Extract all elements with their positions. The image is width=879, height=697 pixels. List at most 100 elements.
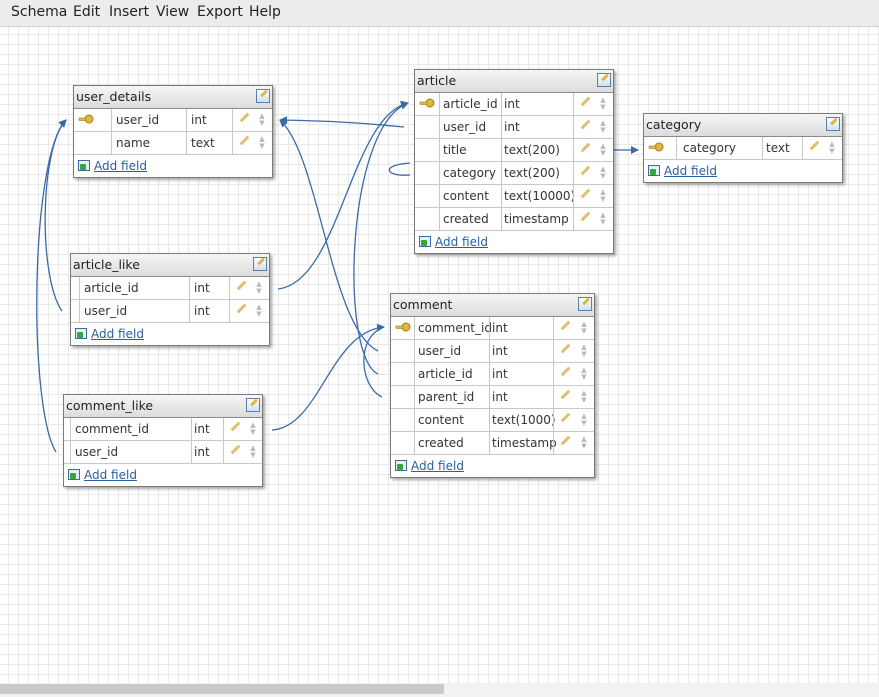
field-actions: ▲▼ — [232, 132, 272, 154]
add-field-link[interactable]: Add field — [84, 468, 137, 482]
reorder-icon[interactable]: ▲▼ — [581, 366, 587, 381]
reorder-icon[interactable]: ▲▼ — [600, 211, 606, 226]
reorder-icon[interactable]: ▲▼ — [600, 188, 606, 203]
table-header[interactable]: category — [644, 114, 842, 137]
field-row[interactable]: parent_id int ▲▼ — [391, 386, 594, 409]
field-name: comment_id — [70, 418, 191, 440]
field-row[interactable]: user_id int ▲▼ — [74, 109, 272, 132]
reorder-icon[interactable]: ▲▼ — [259, 112, 265, 127]
edit-field-icon[interactable] — [230, 444, 241, 455]
add-field-link[interactable]: Add field — [91, 327, 144, 341]
field-row[interactable]: user_id int ▲▼ — [391, 340, 594, 363]
edit-field-icon[interactable] — [560, 435, 571, 446]
add-field-icon — [419, 236, 431, 247]
add-field-link[interactable]: Add field — [664, 164, 717, 178]
field-row[interactable]: comment_id int ▲▼ — [391, 317, 594, 340]
add-field-link[interactable]: Add field — [94, 159, 147, 173]
horizontal-scrollbar[interactable] — [0, 683, 879, 697]
add-field-link[interactable]: Add field — [435, 235, 488, 249]
reorder-icon[interactable]: ▲▼ — [829, 140, 835, 155]
menu-insert[interactable]: Insert — [109, 4, 150, 20]
table-comment_like[interactable]: comment_like comment_id int ▲▼ user_id i… — [63, 394, 263, 487]
edit-field-icon[interactable] — [560, 366, 571, 377]
edit-field-icon[interactable] — [239, 112, 250, 123]
field-row[interactable]: comment_id int ▲▼ — [64, 418, 262, 441]
reorder-icon[interactable]: ▲▼ — [581, 343, 587, 358]
reorder-icon[interactable]: ▲▼ — [581, 412, 587, 427]
menu-export[interactable]: Export — [197, 4, 243, 20]
edit-table-icon[interactable] — [253, 257, 267, 271]
edit-table-icon[interactable] — [256, 89, 270, 103]
table-comment[interactable]: comment comment_id int ▲▼ user_id int ▲▼ — [390, 293, 595, 478]
link-comment_like-user — [36, 119, 67, 453]
edit-table-icon[interactable] — [826, 117, 840, 131]
field-actions: ▲▼ — [553, 386, 594, 408]
table-header[interactable]: article_like — [71, 254, 269, 277]
edit-field-icon[interactable] — [580, 211, 591, 222]
reorder-icon[interactable]: ▲▼ — [259, 135, 265, 150]
table-header[interactable]: comment_like — [64, 395, 262, 418]
edit-field-icon[interactable] — [580, 165, 591, 176]
edit-table-icon[interactable] — [597, 73, 611, 87]
edit-field-icon[interactable] — [580, 96, 591, 107]
field-row[interactable]: category text ▲▼ — [644, 137, 842, 160]
add-field-link[interactable]: Add field — [411, 459, 464, 473]
reorder-icon[interactable]: ▲▼ — [250, 444, 256, 459]
reorder-icon[interactable]: ▲▼ — [600, 119, 606, 134]
table-header[interactable]: user_details — [74, 86, 272, 109]
edit-field-icon[interactable] — [560, 389, 571, 400]
field-row[interactable]: user_id int ▲▼ — [64, 441, 262, 464]
key-cell — [391, 409, 414, 431]
edit-field-icon[interactable] — [560, 343, 571, 354]
edit-field-icon[interactable] — [236, 280, 247, 291]
table-header[interactable]: comment — [391, 294, 594, 317]
edit-table-icon[interactable] — [578, 297, 592, 311]
field-row[interactable]: created timestamp ▲▼ — [391, 432, 594, 455]
edit-field-icon[interactable] — [230, 421, 241, 432]
reorder-icon[interactable]: ▲▼ — [600, 142, 606, 157]
edit-table-icon[interactable] — [246, 398, 260, 412]
field-row[interactable]: title text(200) ▲▼ — [415, 139, 613, 162]
field-row[interactable]: user_id int ▲▼ — [415, 116, 613, 139]
edit-field-icon[interactable] — [580, 119, 591, 130]
key-cell — [415, 93, 439, 115]
reorder-icon[interactable]: ▲▼ — [581, 320, 587, 335]
reorder-icon[interactable]: ▲▼ — [250, 421, 256, 436]
table-category[interactable]: category category text ▲▼ Add field — [643, 113, 843, 183]
edit-field-icon[interactable] — [236, 303, 247, 314]
reorder-icon[interactable]: ▲▼ — [600, 165, 606, 180]
scrollbar-thumb[interactable] — [0, 684, 444, 694]
edit-field-icon[interactable] — [560, 320, 571, 331]
edit-field-icon[interactable] — [809, 140, 820, 151]
field-row[interactable]: created timestamp ▲▼ — [415, 208, 613, 231]
edit-field-icon[interactable] — [560, 412, 571, 423]
reorder-icon[interactable]: ▲▼ — [581, 435, 587, 450]
menu-help[interactable]: Help — [249, 4, 281, 20]
reorder-icon[interactable]: ▲▼ — [600, 96, 606, 111]
field-type: int — [186, 109, 232, 131]
field-row[interactable]: content text(10000) ▲▼ — [415, 185, 613, 208]
field-row[interactable]: name text ▲▼ — [74, 132, 272, 155]
key-cell — [71, 300, 79, 322]
menu-view[interactable]: View — [156, 4, 190, 20]
menu-edit[interactable]: Edit — [73, 4, 101, 20]
field-row[interactable]: user_id int ▲▼ — [71, 300, 269, 323]
field-row[interactable]: article_id int ▲▼ — [71, 277, 269, 300]
edit-field-icon[interactable] — [580, 188, 591, 199]
table-article[interactable]: article article_id int ▲▼ user_id int ▲▼ — [414, 69, 614, 254]
field-row[interactable]: article_id int ▲▼ — [391, 363, 594, 386]
reorder-icon[interactable]: ▲▼ — [581, 389, 587, 404]
table-user_details[interactable]: user_details user_id int ▲▼ name text ▲▼ — [73, 85, 273, 178]
reorder-icon[interactable]: ▲▼ — [256, 280, 262, 295]
schema-canvas[interactable]: user_details user_id int ▲▼ name text ▲▼ — [0, 27, 879, 683]
field-row[interactable]: content text(1000) ▲▼ — [391, 409, 594, 432]
edit-field-icon[interactable] — [239, 135, 250, 146]
key-cell — [391, 386, 414, 408]
edit-field-icon[interactable] — [580, 142, 591, 153]
menu-schema[interactable]: Schema — [11, 4, 68, 20]
field-row[interactable]: category text(200) ▲▼ — [415, 162, 613, 185]
field-row[interactable]: article_id int ▲▼ — [415, 93, 613, 116]
table-header[interactable]: article — [415, 70, 613, 93]
reorder-icon[interactable]: ▲▼ — [256, 303, 262, 318]
table-article_like[interactable]: article_like article_id int ▲▼ user_id i… — [70, 253, 270, 346]
